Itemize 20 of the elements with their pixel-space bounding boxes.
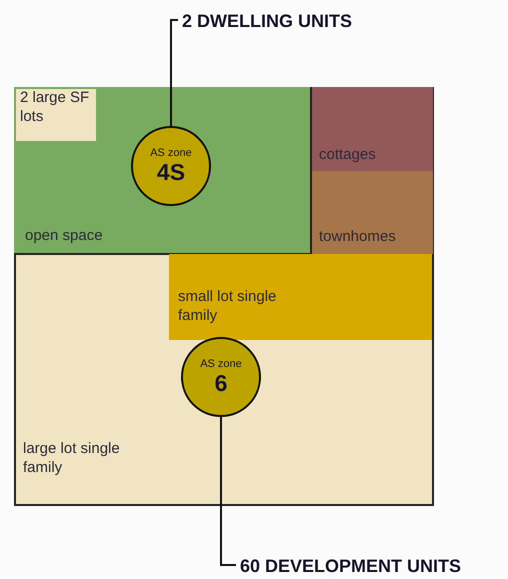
townhomes-area xyxy=(312,171,433,254)
cottages-area xyxy=(312,87,433,171)
area-label: open space xyxy=(25,226,104,245)
leader-line xyxy=(170,19,178,126)
small-lot-area xyxy=(169,254,432,340)
zone-code: 4S xyxy=(156,160,186,185)
leader-line xyxy=(220,417,236,566)
zone-label: AS zone xyxy=(200,358,242,371)
unit-count-heading: 2 DWELLING UNITS xyxy=(182,9,352,33)
area-label: large lot single family xyxy=(23,439,121,477)
land-parcel xyxy=(14,87,434,506)
zone-label: AS zone xyxy=(150,147,192,160)
area-label: small lot single family xyxy=(178,287,278,325)
area-label: townhomes xyxy=(319,227,397,246)
unit-count-heading: 60 DEVELOPMENT UNITS xyxy=(240,554,462,578)
area-label: cottages xyxy=(319,145,377,164)
open-space-area xyxy=(14,87,312,255)
area-label: 2 large SF lots xyxy=(20,88,90,126)
zone-code: 6 xyxy=(214,371,228,396)
lot-area xyxy=(16,89,96,141)
